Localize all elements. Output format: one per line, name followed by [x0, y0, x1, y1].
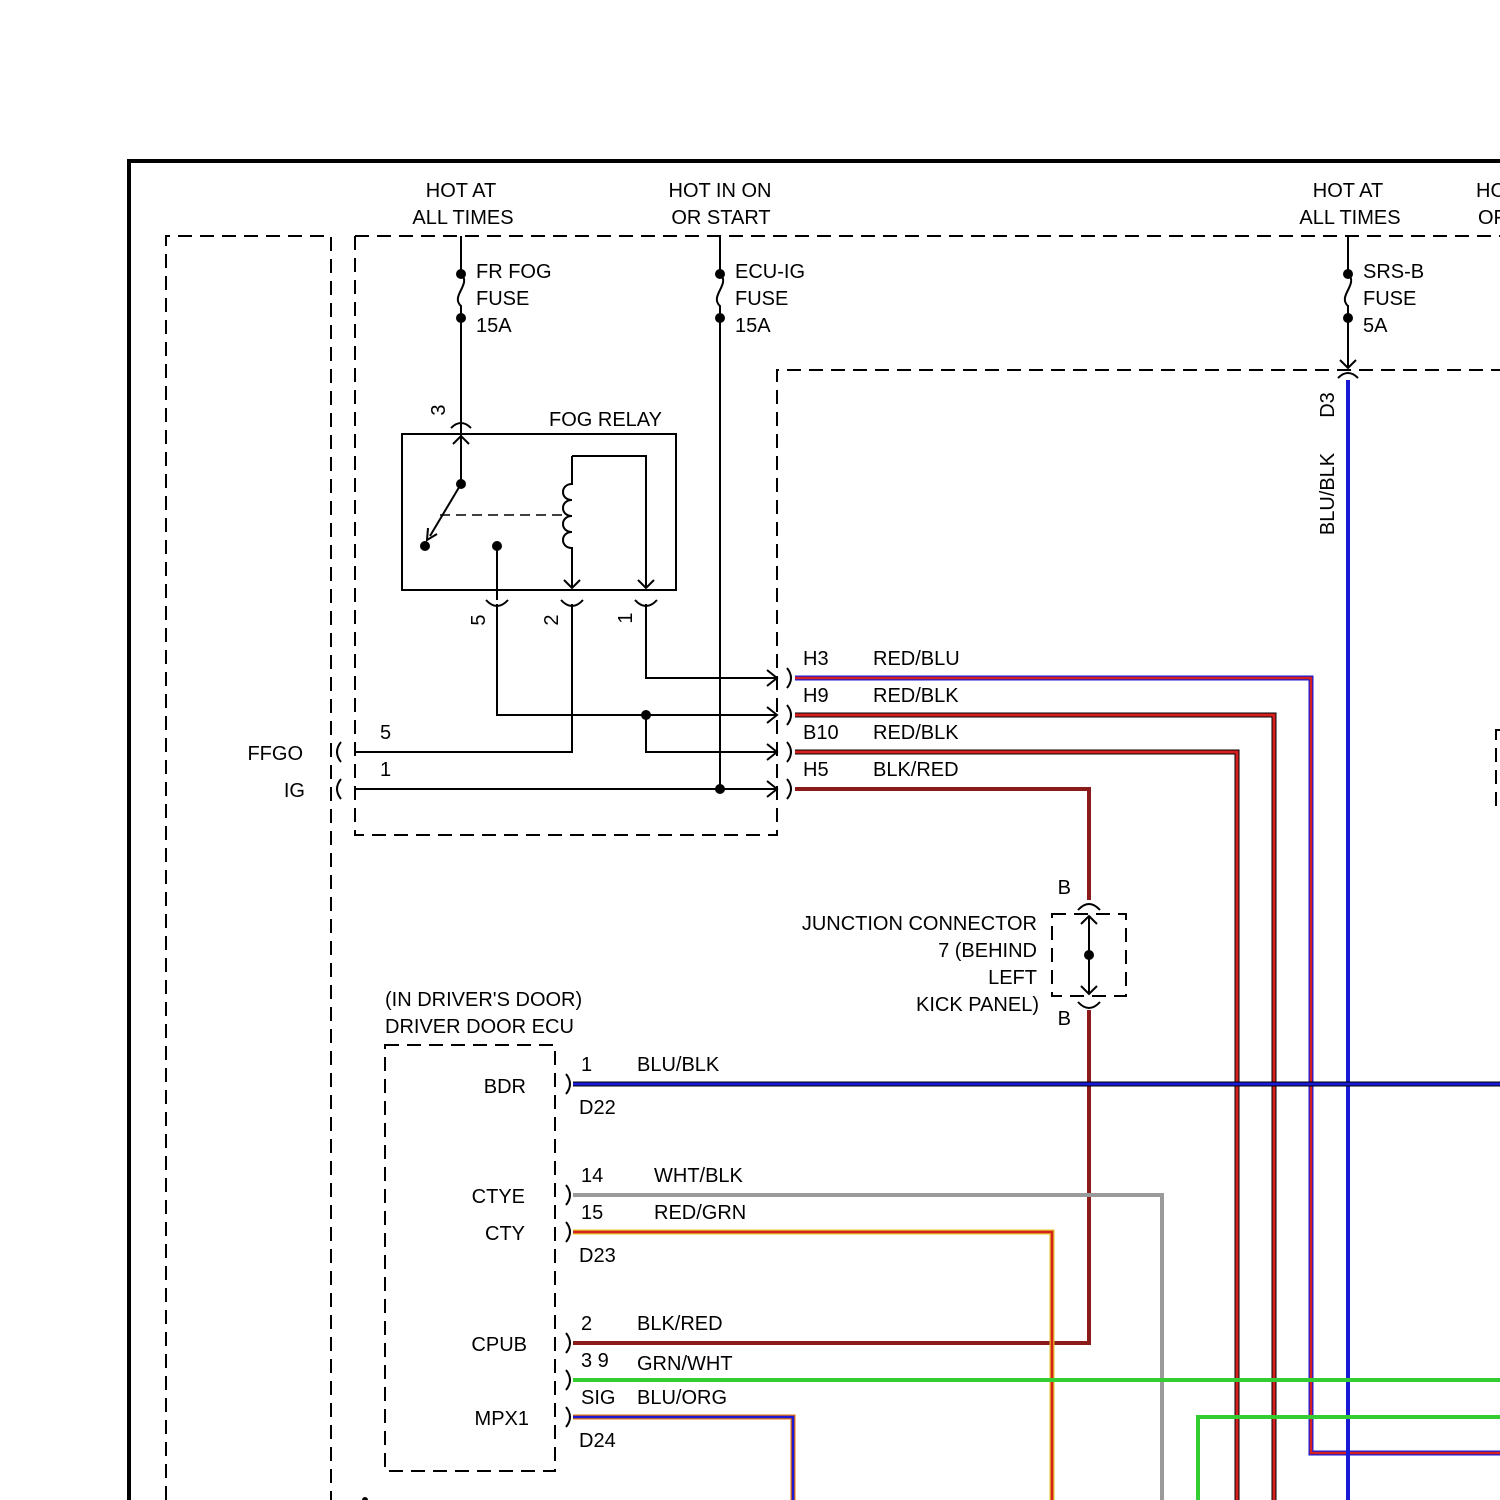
svg-text:OF: OF: [1478, 207, 1500, 229]
driver-door-ecu-title: DRIVER DOOR ECU: [385, 1016, 574, 1038]
connector-d3: D3: [1317, 392, 1339, 418]
right-partial-component: [1496, 730, 1500, 810]
power-source-hot-at-all-times-left: HOT AT ALL TIMES: [412, 180, 513, 229]
mpx-sig-label: SIG: [581, 1387, 615, 1409]
svg-text:7 (BEHIND: 7 (BEHIND: [938, 940, 1037, 962]
driver-door-ecu-location: (IN DRIVER'S DOOR): [385, 989, 582, 1011]
svg-text:15A: 15A: [735, 315, 771, 337]
wire-color-blk-red-2: BLK/RED: [637, 1313, 723, 1335]
svg-text:BDR: BDR: [484, 1076, 526, 1098]
svg-text:2: 2: [541, 614, 563, 625]
svg-text:ALL TIMES: ALL TIMES: [1299, 207, 1400, 229]
wire-red-blk-h9: [795, 715, 1274, 1500]
svg-text:SRS-B: SRS-B: [1363, 261, 1424, 283]
wire-red-blu: [795, 678, 1500, 1453]
bdr-pin-number: 1: [581, 1054, 592, 1076]
wire-wht-blk: [573, 1195, 1162, 1500]
power-source-hot-in-on-or-start: HOT IN ON OR START: [669, 180, 772, 229]
svg-text:5A: 5A: [1363, 315, 1388, 337]
connector-d22: D22: [579, 1097, 616, 1119]
fog-relay-title: FOG RELAY: [549, 409, 662, 431]
left-ecu-outline: [166, 236, 331, 1500]
diagram-frame: [129, 161, 1500, 1500]
wire-color-blu-org: BLU/ORG: [637, 1387, 727, 1409]
svg-text:JUNCTION CONNECTOR: JUNCTION CONNECTOR: [802, 913, 1037, 935]
srs-b-fuse: SRS-B FUSE 5A: [1338, 236, 1424, 378]
wire-blu-blk-vertical: D3 BLU/BLK: [1317, 380, 1348, 1500]
svg-text:5: 5: [468, 614, 490, 625]
fr-fog-fuse: FR FOG FUSE 15A: [456, 236, 552, 418]
svg-text:HOT IN ON: HOT IN ON: [669, 180, 772, 202]
svg-text:FUSE: FUSE: [735, 288, 788, 310]
wire-color-blk-red-1: BLK/RED: [873, 759, 959, 781]
wire-red-blk-b10: [795, 752, 1237, 1500]
ig-pin-number: 1: [380, 759, 391, 781]
mpx-pin-numbers: 3 9: [581, 1350, 609, 1372]
svg-text:HOT AT: HOT AT: [426, 180, 496, 202]
svg-text:CTY: CTY: [485, 1223, 525, 1245]
ctye-pin-number: 14: [581, 1165, 603, 1187]
svg-text:3: 3: [428, 404, 450, 415]
connector-d23: D23: [579, 1245, 616, 1267]
power-source-partial: HO OF: [1476, 180, 1500, 229]
svg-text:KICK PANEL): KICK PANEL): [916, 994, 1039, 1016]
svg-text:CPUB: CPUB: [471, 1334, 527, 1356]
connector-h9: H9: [803, 685, 829, 707]
wire-color-grn-wht: GRN/WHT: [637, 1353, 733, 1375]
connector-h3: H3: [803, 648, 829, 670]
svg-text:CTYE: CTYE: [472, 1186, 525, 1208]
cpub-pin-number: 2: [581, 1313, 592, 1335]
svg-text:MPX1: MPX1: [475, 1408, 529, 1430]
svg-text:HOT AT: HOT AT: [1313, 180, 1383, 202]
wire-color-red-grn: RED/GRN: [654, 1202, 746, 1224]
driver-door-ecu: (IN DRIVER'S DOOR) DRIVER DOOR ECU BDR C…: [385, 989, 582, 1471]
ffgo-pin-number: 5: [380, 722, 391, 744]
power-source-hot-at-all-times-right: HOT AT ALL TIMES: [1299, 180, 1400, 229]
cty-pin-number: 15: [581, 1202, 603, 1224]
wire-color-blu-blk-bdr: BLU/BLK: [637, 1054, 720, 1076]
connector-b10: B10: [803, 722, 839, 744]
junction-connector-7: B B JUNCTION CONNECTOR 7 (BEHIND LEFT KI…: [802, 877, 1126, 1030]
connector-h5: H5: [803, 759, 829, 781]
svg-text:ALL TIMES: ALL TIMES: [412, 207, 513, 229]
svg-text:B: B: [1058, 877, 1071, 899]
wire-color-red-blk-1: RED/BLK: [873, 685, 959, 707]
wire-color-red-blu: RED/BLU: [873, 648, 960, 670]
wire-color-blu-blk-vertical: BLU/BLK: [1317, 452, 1339, 535]
svg-text:1: 1: [615, 612, 637, 623]
ffgo-pin-label: FFGO: [247, 743, 303, 765]
svg-text:15A: 15A: [476, 315, 512, 337]
connector-d24: D24: [579, 1430, 616, 1452]
fog-relay: FOG RELAY 3 5 2 1: [402, 404, 676, 625]
svg-text:FR FOG: FR FOG: [476, 261, 552, 283]
svg-text:HO: HO: [1476, 180, 1500, 202]
svg-text:LEFT: LEFT: [988, 967, 1037, 989]
svg-text:ECU-IG: ECU-IG: [735, 261, 805, 283]
svg-text:FUSE: FUSE: [476, 288, 529, 310]
junction-block-internal-wiring: [337, 604, 791, 799]
ecu-ig-fuse: ECU-IG FUSE 15A: [715, 236, 805, 789]
svg-text:B: B: [1058, 1008, 1071, 1030]
wire-color-wht-blk: WHT/BLK: [654, 1165, 744, 1187]
svg-text:FUSE: FUSE: [1363, 288, 1416, 310]
svg-text:OR START: OR START: [671, 207, 770, 229]
ig-pin-label: IG: [284, 780, 305, 802]
wire-color-red-blk-2: RED/BLK: [873, 722, 959, 744]
